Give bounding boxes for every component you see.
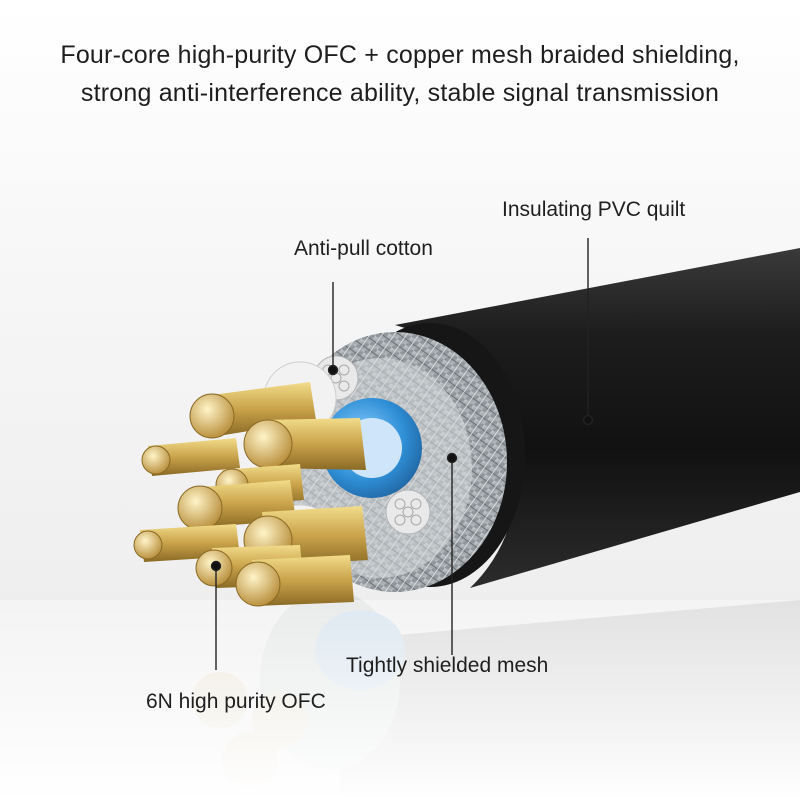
ofc-conductors — [133, 382, 368, 607]
headline-line-2: strong anti-interference ability, stable… — [80, 79, 720, 107]
leader-lines — [210, 238, 594, 670]
headline-line-1: Four-core high-purity OFC + copper mesh … — [60, 41, 740, 69]
label-pvc-jacket: Insulating PVC quilt — [502, 198, 686, 221]
label-anti-pull-cotton: Anti-pull cotton — [294, 237, 433, 260]
pvc-jacket — [395, 248, 800, 588]
label-ofc-conductor: 6N high purity OFC — [146, 690, 326, 713]
label-shielded-mesh: Tightly shielded mesh — [346, 654, 549, 677]
headline: Four-core high-purity OFC + copper mesh … — [0, 36, 800, 112]
